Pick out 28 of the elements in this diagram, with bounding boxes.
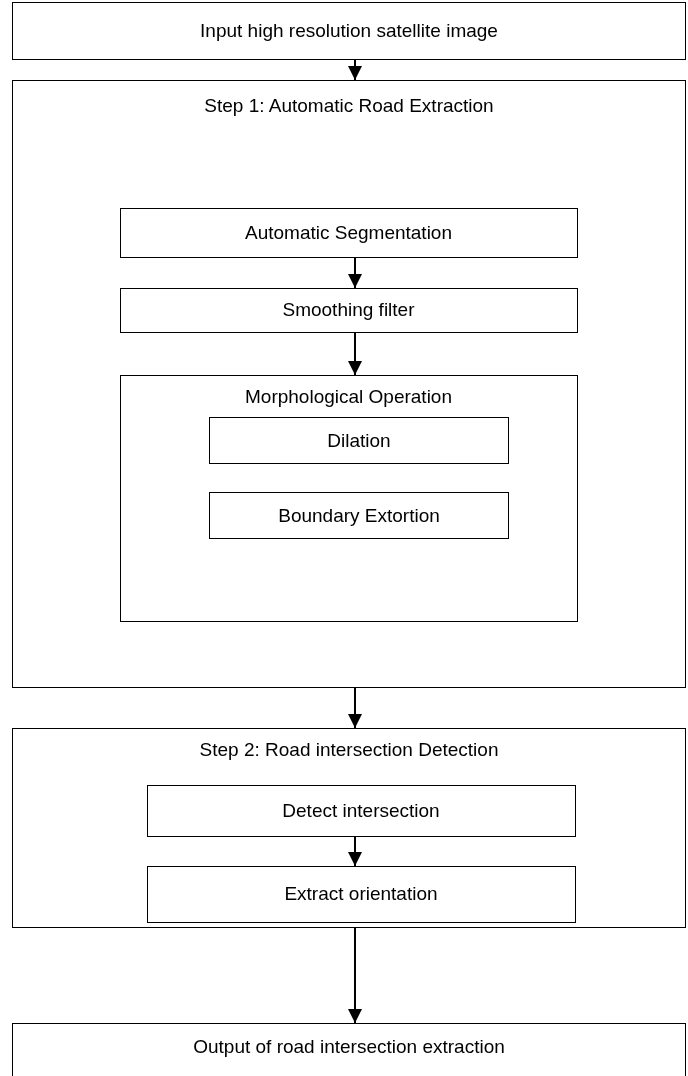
group-box	[12, 80, 686, 688]
process-box	[146, 865, 576, 923]
group-heading: Step 1: Automatic Road Extraction	[203, 95, 495, 117]
box-label: Detect intersection	[281, 799, 441, 822]
group-heading: Morphological Operation	[244, 385, 453, 408]
group-heading: Step 2: Road intersection Detection	[198, 739, 500, 761]
arrow	[348, 332, 362, 376]
box-label: Input high resolution satellite image	[199, 20, 499, 42]
process-box	[209, 492, 509, 539]
group-box	[12, 728, 686, 928]
box-label: Automatic Segmentation	[244, 221, 453, 244]
arrow	[348, 59, 362, 81]
process-box	[209, 417, 509, 464]
group-box	[119, 374, 578, 622]
box-label: Smoothing filter	[281, 299, 416, 321]
process-box	[119, 207, 578, 258]
box-label: Boundary Extortion	[277, 504, 441, 527]
arrow	[348, 687, 362, 729]
process-box	[146, 784, 576, 837]
box-label: Dilation	[326, 429, 392, 452]
process-box	[119, 287, 578, 333]
process-box	[12, 2, 686, 60]
box-label: Extract orientation	[283, 883, 439, 905]
arrow	[348, 257, 362, 289]
process-box	[12, 1023, 686, 1076]
box-label: Output of road intersection extraction	[192, 1036, 506, 1058]
arrow	[348, 927, 362, 1024]
arrow	[348, 836, 362, 867]
